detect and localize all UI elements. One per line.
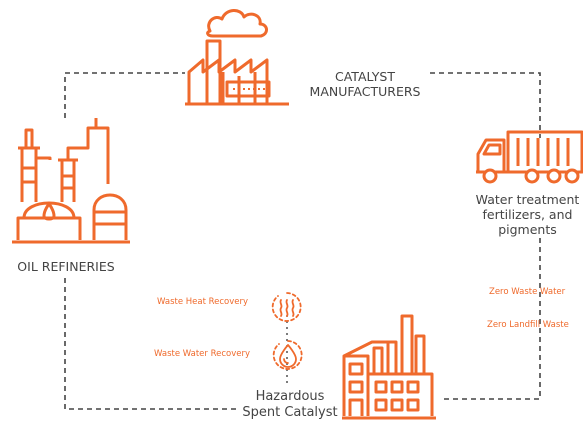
water-treatment-line2: fertilizers, and: [482, 207, 573, 222]
catalyst-manufacturers-label: CATALYST MANUFACTURERS: [301, 69, 429, 99]
zero-waste-water-label: Zero Waste Water: [489, 287, 566, 297]
catalyst-label-line1: CATALYST: [334, 69, 396, 84]
catalyst-label-line2: MANUFACTURERS: [309, 84, 421, 99]
waste-water-recovery-label: Waste Water Recovery: [154, 349, 251, 359]
hazardous-spent-catalyst-label: Hazardous Spent Catalyst: [238, 389, 342, 421]
heat-waves-icon: [271, 292, 302, 322]
processing-plant-icon: [342, 314, 436, 420]
zero-landfill-waste-label: Zero Landfill Waste: [487, 320, 569, 330]
water-treatment-label: Water treatment fertilizers, and pigment…: [472, 192, 583, 237]
oil-refineries-label: OIL REFINERIES: [17, 259, 115, 274]
water-treatment-line3: pigments: [498, 222, 557, 237]
water-treatment-line1: Water treatment: [475, 192, 580, 207]
hazardous-line2: Spent Catalyst: [242, 405, 338, 420]
hazardous-line1: Hazardous: [255, 389, 325, 404]
container-truck-icon: [476, 130, 583, 184]
factory-smoke-icon: [185, 9, 289, 106]
waste-heat-recovery-label: Waste Heat Recovery: [157, 297, 249, 307]
water-drop-icon: [272, 340, 303, 370]
oil-refinery-icon: [12, 118, 130, 244]
